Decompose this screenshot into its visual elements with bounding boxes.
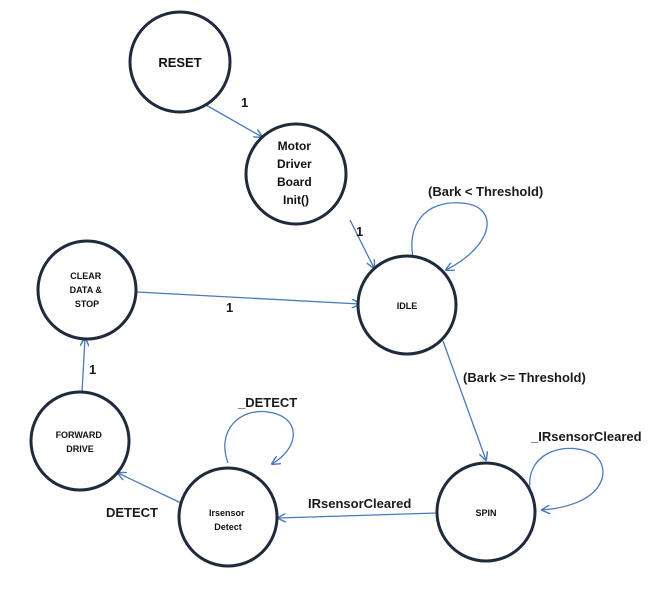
state-reset: RESET [128, 10, 232, 114]
state-label: Motor Driver Board Init() [277, 139, 315, 207]
edge-idle-to-spin [442, 340, 486, 460]
label-forward-to-clear: 1 [89, 362, 96, 377]
edge-detect-self-loop [224, 410, 294, 464]
label-clear-to-idle: 1 [226, 300, 233, 315]
label-init-to-idle: 1 [356, 224, 363, 239]
edge-forward-to-clear [82, 338, 85, 394]
state-idle: IDLE [356, 254, 458, 356]
edge-spin-self-loop [529, 447, 604, 510]
state-irsensor-detect: Irsensor Detect [177, 466, 279, 568]
edges [82, 104, 604, 518]
state-label: Irsensor Detect [209, 508, 247, 532]
label-reset-to-init: 1 [241, 95, 248, 110]
state-spin: SPIN [435, 461, 537, 563]
label-spin-to-detect: IRsensorCleared [308, 496, 411, 511]
edge-idle-self-loop [411, 202, 488, 270]
state-label: RESET [158, 55, 201, 70]
label-detect-self: _DETECT [237, 395, 297, 410]
edge-reset-to-init [205, 104, 262, 137]
state-forward-drive: FORWARD DRIVE [29, 390, 131, 492]
label-detect-to-forward: DETECT [106, 505, 158, 520]
label-spin-self: _IRsensorCleared [530, 429, 642, 444]
state-motor-driver-board-init: Motor Driver Board Init() [244, 122, 348, 226]
state-label: IDLE [397, 301, 418, 311]
label-idle-self: (Bark < Threshold) [428, 184, 543, 199]
state-label: SPIN [475, 508, 496, 518]
state-label: FORWARD DRIVE [56, 430, 105, 454]
edge-init-to-idle [349, 219, 374, 268]
edge-spin-to-detect [278, 512, 438, 518]
label-idle-to-spin: (Bark >= Threshold) [463, 370, 586, 385]
state-clear-data-stop: CLEAR DATA & STOP [36, 239, 138, 341]
edge-clear-to-idle [136, 291, 360, 304]
edge-labels: 1 1 (Bark < Threshold) 1 (Bark >= Thresh… [89, 95, 642, 520]
state-label: CLEAR DATA & STOP [70, 271, 105, 309]
edge-detect-to-forward [118, 473, 182, 504]
